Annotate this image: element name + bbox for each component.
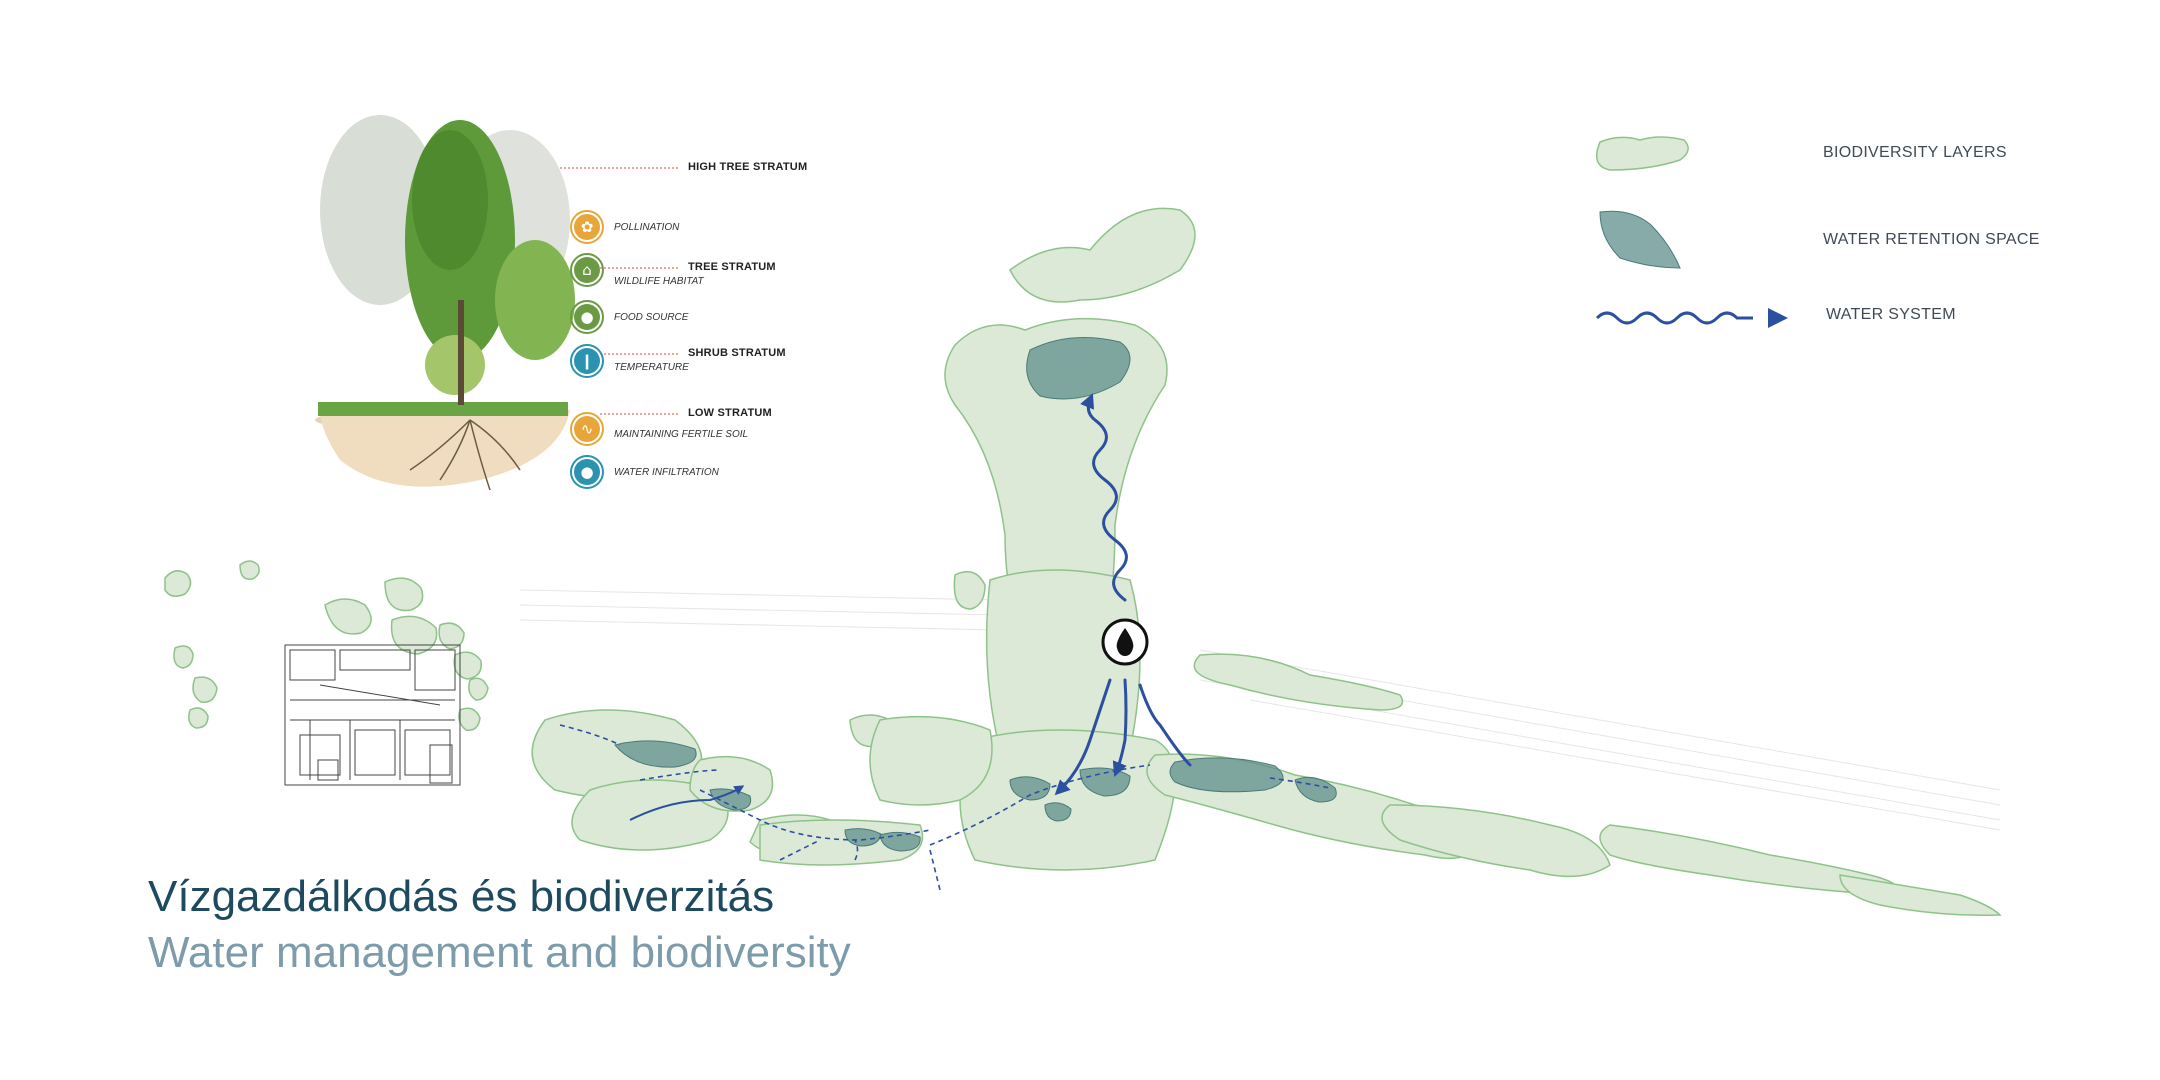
worm-icon: ∿ — [570, 412, 604, 446]
building-floor-plan — [284, 644, 461, 786]
legend-label-water-system: WATER SYSTEM — [1826, 306, 1956, 323]
legend-label-retention: WATER RETENTION SPACE — [1823, 231, 2040, 248]
stratum-label-shrub: SHRUB STRATUM — [688, 347, 786, 359]
function-label-wildlife-habitat: WILDLIFE HABITAT — [614, 276, 704, 287]
page-title-hungarian: Vízgazdálkodás és biodiverzitás — [148, 872, 775, 921]
main-water-channel — [1080, 393, 1128, 602]
stratum-label-high-tree: HIGH TREE STRATUM — [688, 161, 808, 173]
bee-icon: ✿ — [570, 210, 604, 244]
water-node-icon — [1101, 618, 1149, 666]
water-retention-spaces — [614, 337, 1337, 852]
function-label-food-source: FOOD SOURCE — [614, 312, 689, 323]
stratum-label-low: LOW STRATUM — [688, 407, 772, 419]
house-icon: ⌂ — [570, 253, 604, 287]
function-label-temperature: TEMPERATURE — [614, 362, 689, 373]
water-dashed-links — [559, 724, 1331, 891]
apple-icon: ● — [570, 300, 604, 334]
water-system-network — [1054, 393, 1192, 796]
function-label-water-infiltration: WATER INFILTRATION — [614, 467, 719, 478]
water-solid-links — [629, 785, 745, 821]
thermometer-icon: ❙ — [570, 344, 604, 378]
function-label-fertile-soil: MAINTAINING FERTILE SOIL — [614, 429, 749, 440]
legend-biodiversity-swatch — [1595, 136, 1689, 171]
stratum-leader-lines — [560, 167, 680, 415]
water-drop-icon: ● — [570, 455, 604, 489]
biodiversity-patches-west — [164, 560, 489, 731]
legend-label-biodiversity: BIODIVERSITY LAYERS — [1823, 144, 2007, 161]
biodiversity-tree-illustration — [315, 115, 575, 491]
function-label-pollination: POLLINATION — [614, 222, 680, 233]
legend-retention-swatch — [1599, 210, 1681, 269]
legend-water-system-swatch — [1595, 308, 1788, 328]
stratum-label-tree: TREE STRATUM — [688, 261, 776, 273]
page-title-english: Water management and biodiversity — [148, 928, 851, 977]
